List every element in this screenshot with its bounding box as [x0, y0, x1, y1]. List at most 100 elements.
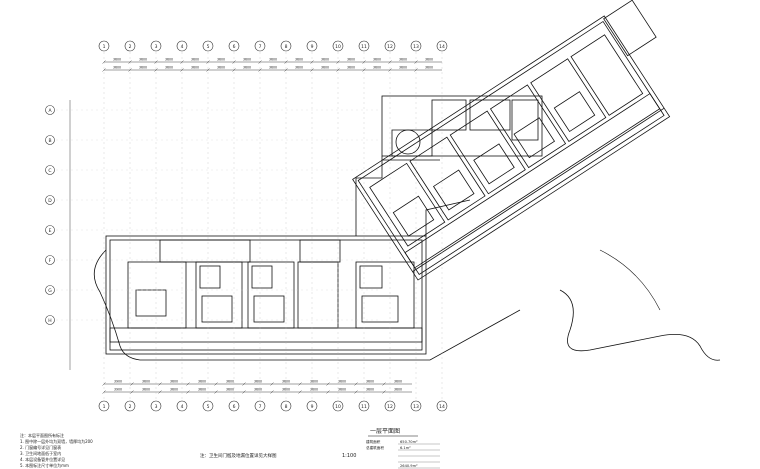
dim-value: 3600 — [198, 380, 206, 384]
dim-value: 3600 — [373, 58, 381, 62]
dim-tick — [154, 68, 158, 72]
diag-room — [570, 34, 644, 116]
dim-tick — [232, 68, 236, 72]
note-line: 注：本层平面图所有标注 — [20, 432, 64, 438]
axis-bubble — [45, 195, 55, 205]
dim-tick — [354, 390, 358, 394]
dim-value: 3600 — [338, 388, 346, 392]
axis-label: 1 — [103, 404, 106, 410]
left-wing-outline — [105, 235, 427, 355]
note-line: 3. 卫生间地面低于室内 — [20, 450, 61, 456]
dim-value: 3600 — [310, 380, 318, 384]
axis-label: F — [49, 258, 52, 264]
left-wing-inner — [109, 239, 423, 351]
diag-room — [530, 58, 607, 143]
dim-value: 3900 — [114, 388, 122, 392]
axis-bubble — [45, 135, 55, 145]
diag-room — [449, 110, 526, 195]
axis-bubble — [202, 40, 214, 52]
terrace-curve — [93, 249, 160, 361]
note-line: 1. 图中除一层外均为双墙，墙厚均为200 — [20, 438, 93, 444]
grid-lines — [56, 52, 443, 400]
landscape-curve — [559, 289, 721, 361]
axis-label: 2 — [129, 404, 132, 410]
axis-label: 5 — [207, 44, 210, 50]
dim-value: 3600 — [295, 58, 303, 62]
stat-label: 建筑面积 — [366, 439, 381, 444]
dim-tick — [186, 382, 190, 386]
axis-bubble — [228, 400, 240, 412]
axis-bubble — [150, 40, 162, 52]
dim-tick — [258, 68, 262, 72]
dim-value: 3600 — [321, 66, 329, 70]
axis-label: 5 — [207, 404, 210, 410]
axis-bubble — [306, 40, 318, 52]
dim-tick — [242, 390, 246, 394]
axis-bubble — [45, 165, 55, 175]
dim-value: 3600 — [399, 58, 407, 62]
dim-value: 3600 — [113, 58, 121, 62]
dim-value: 3600 — [373, 66, 381, 70]
room-2 — [195, 261, 243, 329]
dim-tick — [326, 390, 330, 394]
dim-value: 3600 — [170, 380, 178, 384]
dim-value: 3900 — [114, 380, 122, 384]
axis-bubble — [45, 105, 55, 115]
dim-tick — [336, 68, 340, 72]
dim-tick — [362, 68, 366, 72]
axis-bubble — [384, 400, 396, 412]
axis-label: 11 — [361, 44, 367, 50]
plan-title: 一层平面图 — [370, 428, 400, 435]
axis-bubble — [410, 40, 422, 52]
dim-value: 3600 — [269, 58, 277, 62]
dim-value: 3600 — [425, 66, 433, 70]
dim-value: 3600 — [394, 388, 402, 392]
corridor — [109, 327, 423, 343]
dim-value: 3600 — [254, 380, 262, 384]
stat-value: 6.1m² — [400, 446, 411, 450]
axis-label: 2 — [129, 44, 132, 50]
diag-stair — [603, 0, 657, 57]
dim-tick — [298, 390, 302, 394]
axis-bubble — [254, 400, 266, 412]
dim-tick — [388, 68, 392, 72]
bed — [201, 295, 233, 323]
dim-value: 3600 — [243, 66, 251, 70]
axis-bubble — [176, 40, 188, 52]
dim-tick — [206, 68, 210, 72]
axis-label: 9 — [311, 44, 314, 50]
dim-value: 3600 — [282, 380, 290, 384]
dim-value: 3600 — [425, 58, 433, 62]
dim-tick — [128, 68, 132, 72]
upper-curve — [395, 129, 421, 155]
room-1 — [127, 261, 187, 329]
upper-block-outline — [381, 95, 543, 157]
upper-stair — [391, 129, 433, 157]
axis-label: B — [48, 138, 51, 144]
axis-label: 13 — [413, 44, 419, 50]
upper-room — [511, 99, 539, 141]
dim-tick — [130, 382, 134, 386]
axis-bubble — [45, 255, 55, 265]
room-5 — [355, 261, 415, 329]
lobby — [159, 239, 251, 263]
upper-room — [469, 99, 511, 131]
stat-label: 总建筑面积 — [366, 445, 384, 450]
diag-outline — [352, 15, 671, 281]
axis-bubble — [45, 225, 55, 235]
bed — [135, 289, 167, 317]
axis-label: 3 — [155, 44, 158, 50]
stat-value: 650.70m² — [400, 440, 418, 444]
upper-room — [431, 99, 467, 131]
dim-tick — [298, 382, 302, 386]
diag-bed — [553, 91, 596, 133]
dim-value: 3600 — [226, 388, 234, 392]
axis-label: 8 — [285, 404, 288, 410]
dim-value: 3600 — [217, 58, 225, 62]
bathroom — [199, 265, 221, 289]
stair — [299, 239, 341, 263]
axis-label: H — [48, 318, 51, 324]
dim-value: 3600 — [142, 388, 150, 392]
